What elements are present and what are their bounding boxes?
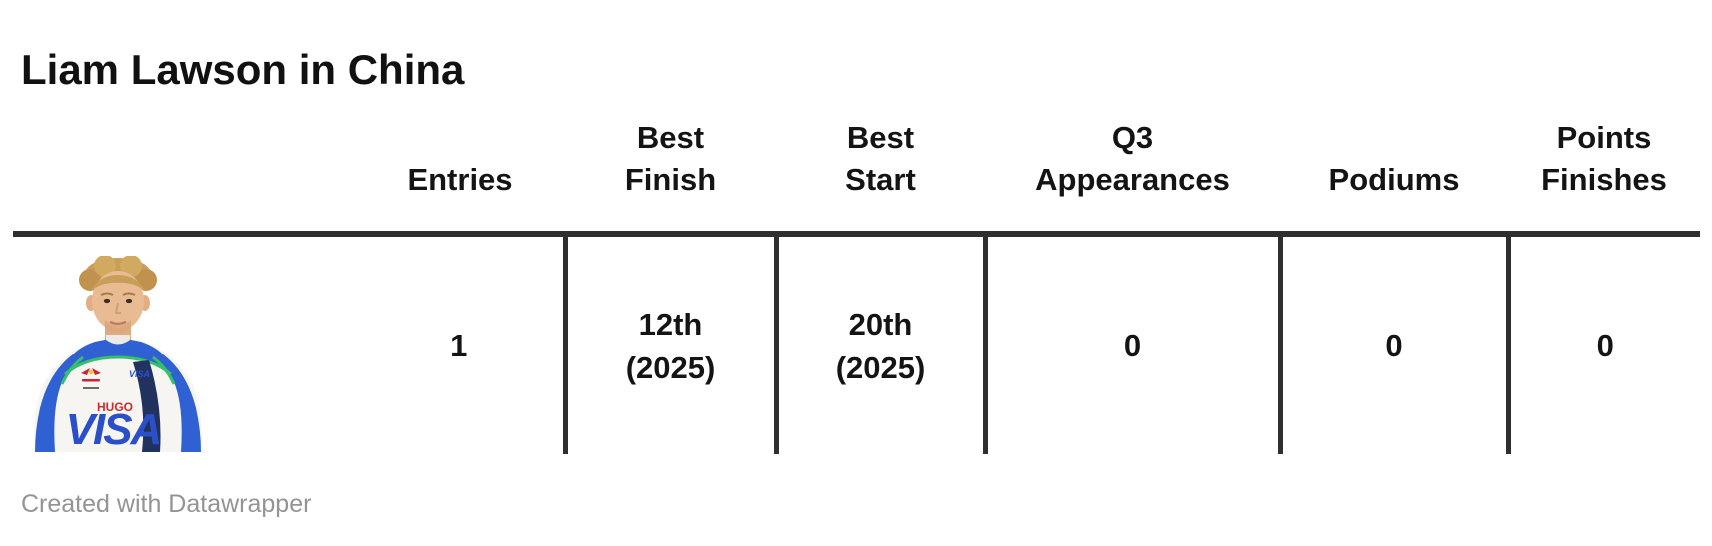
cell-entries: 1 bbox=[450, 328, 468, 363]
table-row: VISA HUGO VISA 1 12th (2025) 20th (2025)… bbox=[13, 234, 1700, 454]
suit-visa-label: VISA bbox=[66, 405, 161, 452]
driver-photo: VISA HUGO VISA bbox=[34, 256, 202, 452]
cell-points-finishes: 0 bbox=[1505, 234, 1700, 454]
header-row: Entries Best Finish Best Start Q3 Appear… bbox=[13, 117, 1700, 237]
page-title: Liam Lawson in China bbox=[21, 46, 465, 94]
header-best-finish: Best Finish bbox=[565, 117, 776, 237]
header-best-start: Best Start bbox=[776, 117, 985, 237]
cell-best-start: 20th (2025) bbox=[773, 234, 985, 454]
header-photo bbox=[13, 117, 355, 237]
header-points-finishes: Points Finishes bbox=[1508, 117, 1700, 237]
driver-photo-cell: VISA HUGO VISA bbox=[13, 234, 355, 454]
suit-hugo-label: HUGO bbox=[97, 400, 133, 414]
header-q3-appearances: Q3 Appearances bbox=[985, 117, 1280, 237]
cell-q3-appearances: 0 bbox=[982, 234, 1280, 454]
cell-podiums: 0 bbox=[1277, 234, 1508, 454]
header-entries: Entries bbox=[355, 117, 565, 237]
suit-visa-badge: VISA bbox=[129, 369, 150, 379]
cell-best-finish: 12th (2025) bbox=[562, 234, 776, 454]
stats-table: Entries Best Finish Best Start Q3 Appear… bbox=[13, 117, 1700, 454]
datawrapper-credit-link[interactable]: Created with Datawrapper bbox=[21, 490, 312, 518]
header-podiums: Podiums bbox=[1280, 117, 1508, 237]
